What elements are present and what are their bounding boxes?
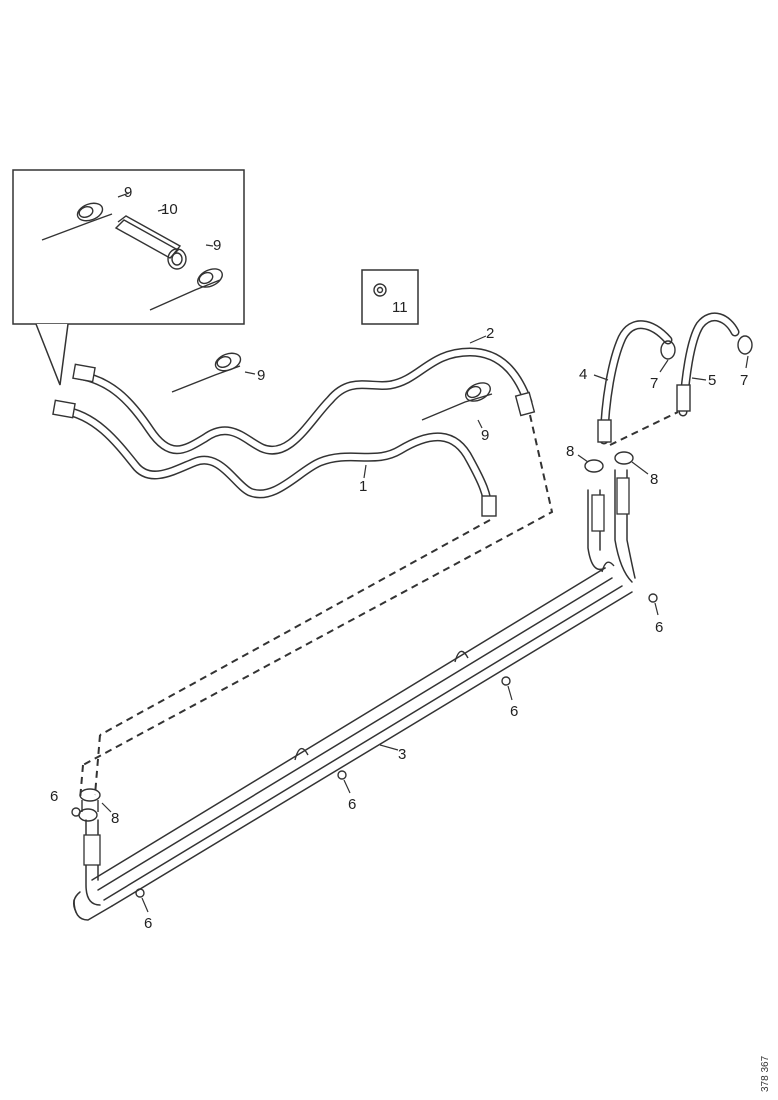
fitting-icon <box>614 451 634 465</box>
leader-line <box>593 374 609 381</box>
fitting-box: 11 <box>361 269 419 325</box>
leader-line <box>343 779 351 794</box>
leader-line <box>244 371 256 375</box>
fitting-icon <box>737 335 753 355</box>
leader-line <box>379 744 399 751</box>
hose-1 <box>52 399 497 517</box>
callout-6: 6 <box>50 788 58 805</box>
cable-tie-icon <box>149 268 223 311</box>
leader-line <box>117 192 130 198</box>
leader-line <box>101 802 112 813</box>
leader-line <box>157 208 167 212</box>
callout-1: 1 <box>359 478 367 495</box>
leader-line <box>363 464 367 479</box>
callout-5: 5 <box>708 372 716 389</box>
cable-tie-icon <box>41 202 113 241</box>
callout-6: 6 <box>348 796 356 813</box>
leader-line <box>659 359 669 373</box>
callout-8: 8 <box>650 471 658 488</box>
cable-tie-icon <box>171 352 242 393</box>
tube-assembly-3 <box>71 451 658 921</box>
callout-3: 3 <box>398 746 406 763</box>
callout-10: 10 <box>161 201 178 218</box>
detail-inset: 9 10 9 <box>12 169 245 386</box>
callout-7: 7 <box>650 375 658 392</box>
callout-9: 9 <box>213 237 221 254</box>
screw-icon <box>71 593 658 898</box>
protective-sleeve-icon <box>114 215 187 270</box>
leader-line <box>141 897 149 913</box>
callout-9: 9 <box>481 427 489 444</box>
callout-9: 9 <box>124 184 132 201</box>
fitting-icon <box>660 340 676 360</box>
callout-6: 6 <box>144 915 152 932</box>
leader-line <box>577 454 589 463</box>
callout-9: 9 <box>257 367 265 384</box>
cable-tie-icon <box>421 382 493 421</box>
inset-frame <box>12 169 245 325</box>
callout-11: 11 <box>392 299 408 316</box>
leader-line <box>507 685 513 701</box>
inset-pointer <box>35 323 69 386</box>
callout-6: 6 <box>655 619 663 636</box>
hose-5 <box>676 312 753 417</box>
leader-line <box>631 461 649 475</box>
callout-8: 8 <box>566 443 574 460</box>
bracket-icon <box>454 650 469 663</box>
bracket-icon <box>601 561 615 573</box>
fitting-icon <box>79 788 101 802</box>
callout-6: 6 <box>510 703 518 720</box>
leader-line <box>691 377 707 381</box>
callout-8: 8 <box>111 810 119 827</box>
fitting-nut-icon <box>373 283 387 297</box>
callout-4: 4 <box>579 366 587 383</box>
leader-line <box>477 419 483 429</box>
leader-line <box>205 244 214 247</box>
callout-2: 2 <box>486 325 494 342</box>
leader-line <box>745 355 749 369</box>
leader-line <box>469 335 487 344</box>
callout-7: 7 <box>740 372 748 389</box>
reference-code: 378 367 <box>760 1055 771 1092</box>
leader-line <box>654 602 659 616</box>
hose-4 <box>597 320 676 445</box>
bracket-icon <box>294 747 309 761</box>
hose-2 <box>72 347 536 455</box>
fitting-frame <box>361 269 419 325</box>
connection-lines <box>79 411 679 801</box>
fitting-icon <box>584 459 604 473</box>
